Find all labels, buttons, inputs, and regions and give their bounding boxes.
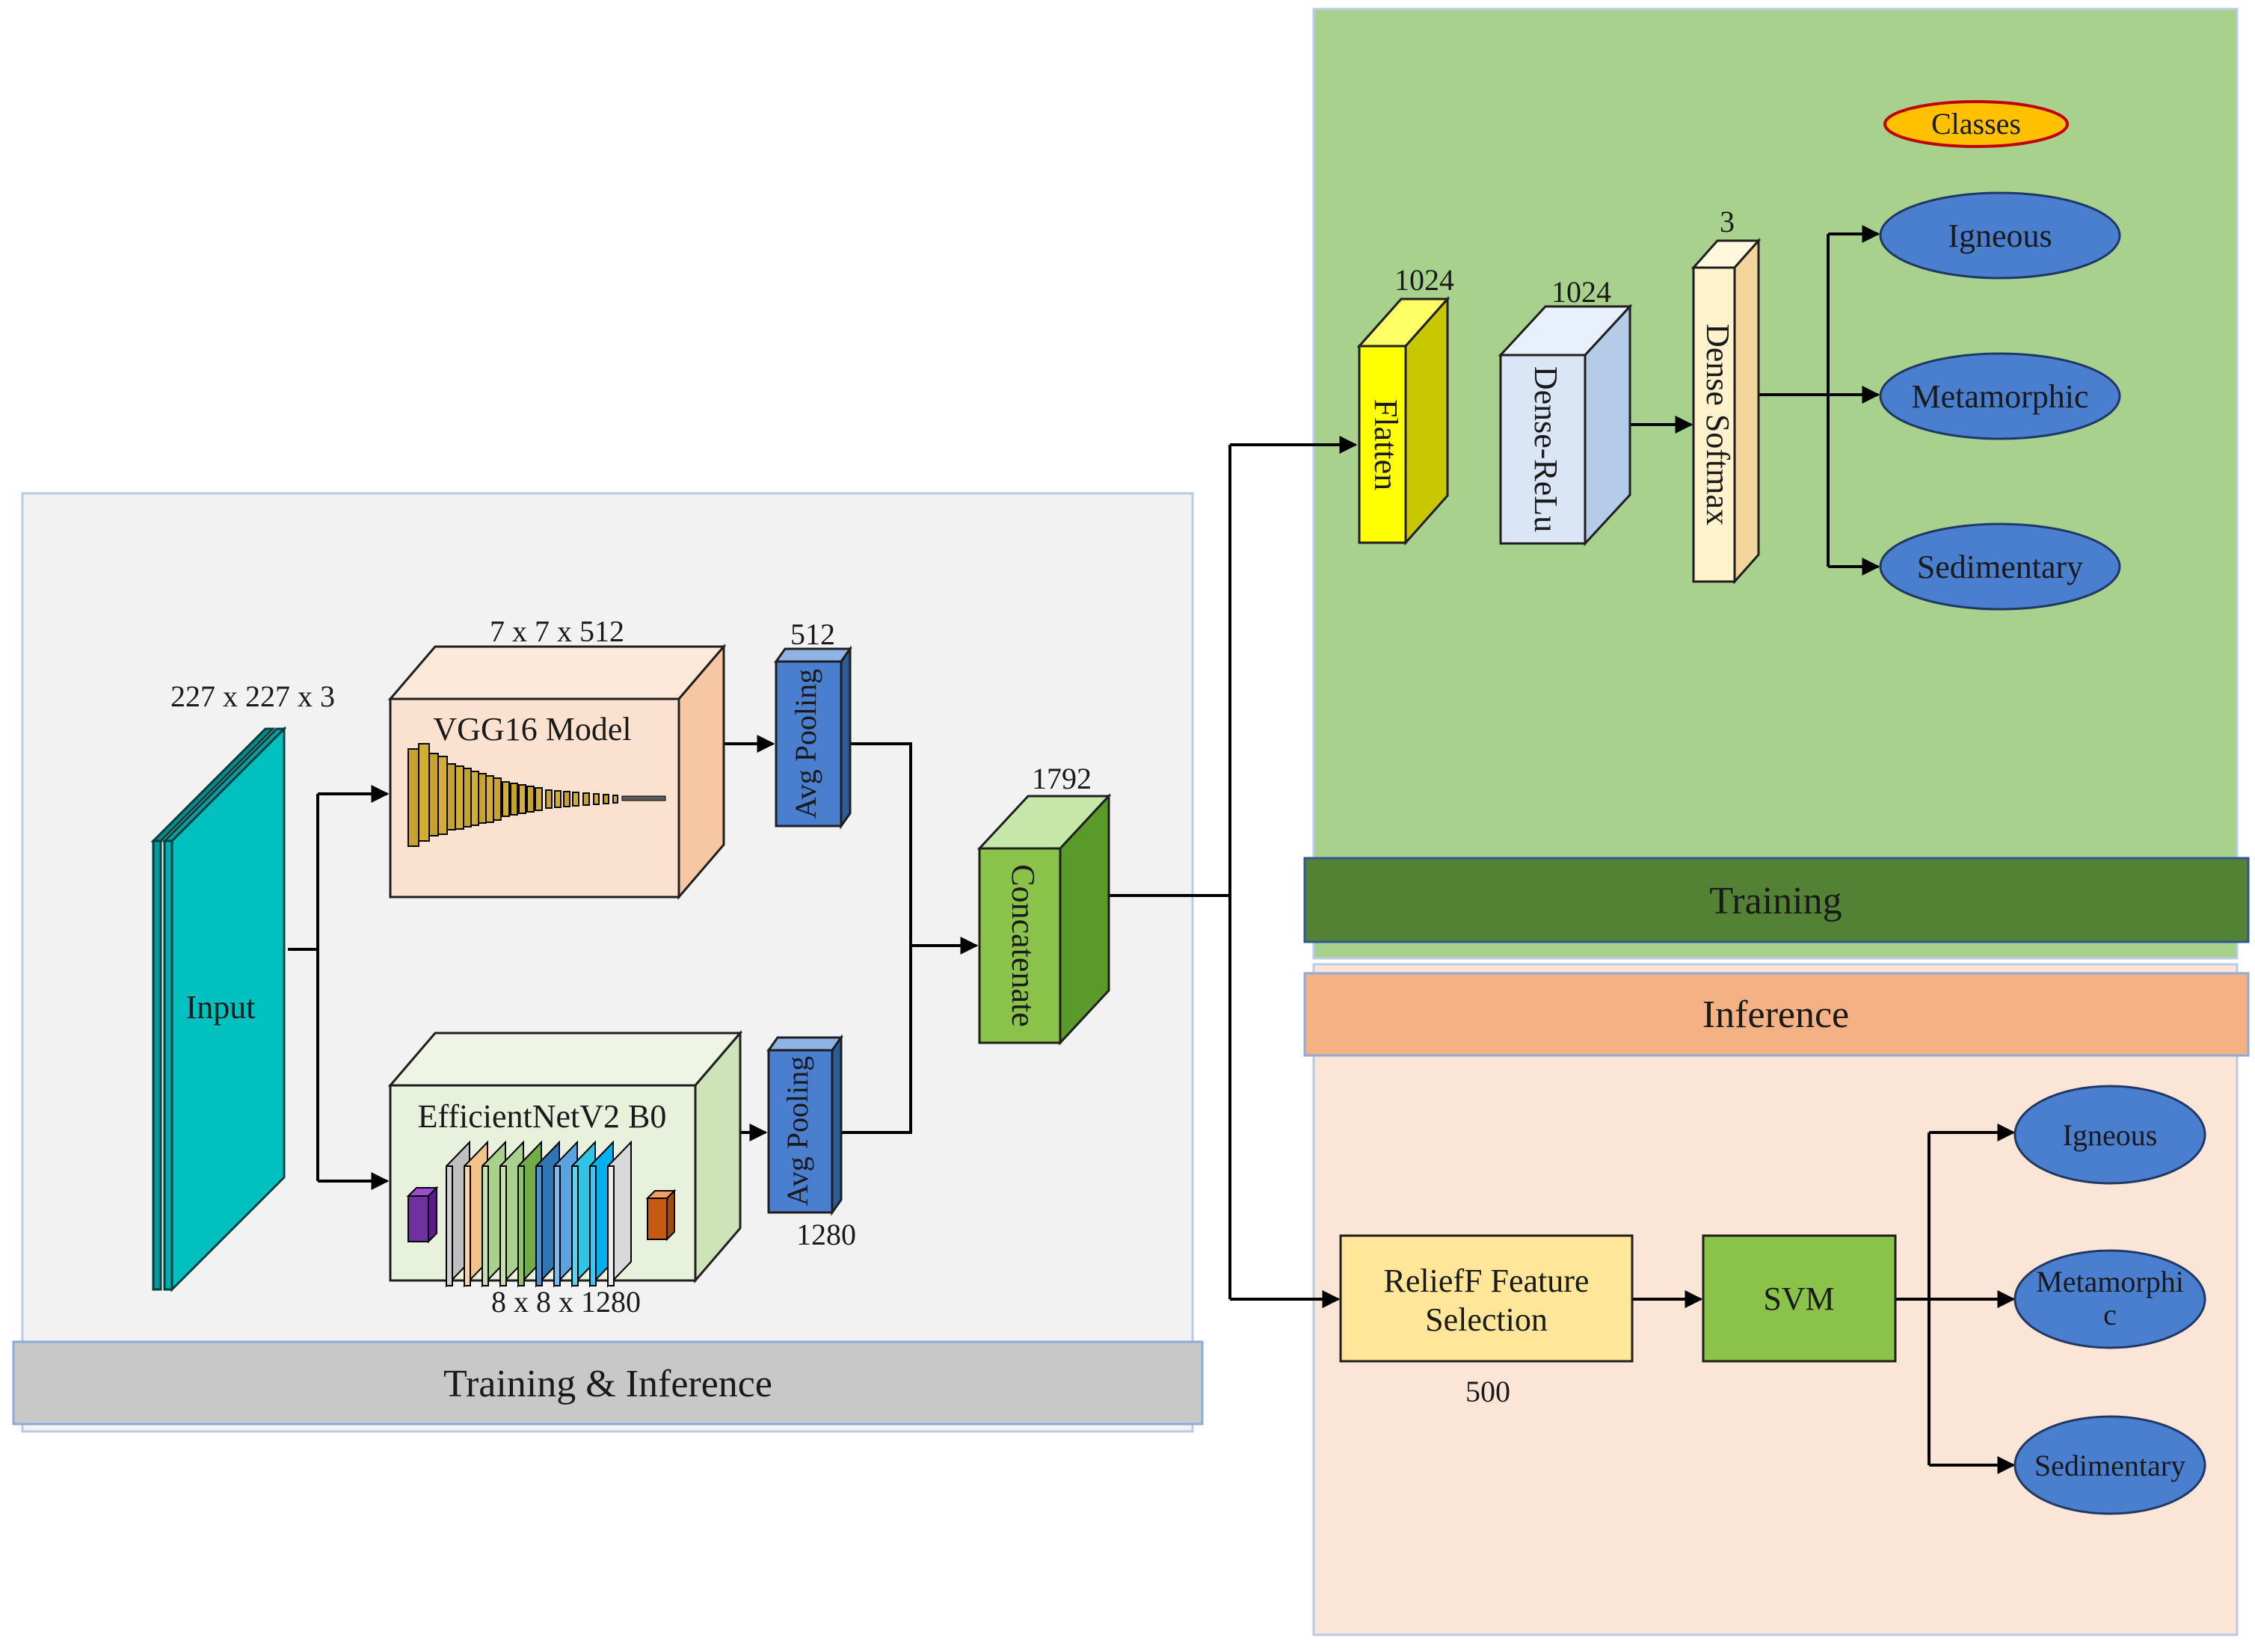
inference-class-igneous-label: Igneous (2063, 1118, 2158, 1152)
inference-class-metamorphic-label-line2: c (2103, 1298, 2117, 1331)
avg-pooling-bottom-label: Avg Pooling (781, 1056, 814, 1206)
input-dims: 227 x 227 x 3 (170, 679, 335, 713)
relieff-feature-selection (1339, 1234, 1634, 1363)
dense-softmax-dims: 3 (1720, 205, 1735, 238)
efficientnet-label: EfficientNetV2 B0 (418, 1098, 667, 1135)
flatten-dims: 1024 (1394, 263, 1454, 297)
relieff-label-line2: Selection (1425, 1301, 1548, 1338)
training-class-metamorphic (1879, 352, 2121, 440)
relieff-label-line1: ReliefF Feature (1384, 1263, 1590, 1299)
connectors (288, 225, 2016, 1474)
inference-title: Inference (1702, 993, 1849, 1036)
vgg16-network-icon (407, 743, 666, 847)
dense-relu-label: Dense-ReLu (1528, 366, 1564, 532)
avg-pooling-top-label: Avg Pooling (789, 669, 822, 819)
flatten-label: Flatten (1368, 399, 1404, 490)
training-inference-bar (12, 1340, 1204, 1426)
inference-class-sedimentary (2013, 1415, 2206, 1515)
classes-badge-label: Classes (1931, 107, 2021, 141)
concatenate-layer (976, 793, 1112, 1046)
training-inference-title: Training & Inference (443, 1363, 772, 1405)
avg-pooling-top-dims: 512 (790, 617, 835, 651)
vgg16-label: VGG16 Model (433, 711, 631, 748)
svm-classifier (1702, 1234, 1897, 1363)
training-bar (1303, 857, 2250, 943)
avg-pooling-bottom-dims: 1280 (796, 1218, 856, 1251)
dense-relu-layer (1498, 303, 1633, 546)
training-class-metamorphic-label: Metamorphic (1911, 378, 2088, 415)
concatenate-label: Concatenate (1005, 864, 1042, 1026)
inference-class-igneous (2013, 1085, 2206, 1185)
inference-class-metamorphic-label-line1: Metamorphi (2036, 1265, 2184, 1298)
training-class-igneous (1879, 191, 2121, 280)
classes-badge (1883, 100, 2069, 148)
dense-softmax-label: Dense Softmax (1699, 324, 1736, 526)
avg-pooling-bottom (766, 1034, 843, 1216)
svm-label: SVM (1763, 1280, 1834, 1317)
relieff-dims: 500 (1465, 1375, 1510, 1408)
inference-bar (1303, 972, 2250, 1057)
vgg16-dims: 7 x 7 x 512 (490, 614, 624, 648)
efficientnet-network-icon (406, 1140, 677, 1288)
dense-relu-dims: 1024 (1551, 275, 1611, 309)
input-layer (150, 726, 287, 1292)
training-class-igneous-label: Igneous (1948, 218, 2052, 254)
efficientnet-dims: 8 x 8 x 1280 (491, 1285, 641, 1319)
training-class-sedimentary (1879, 523, 2121, 611)
input-label: Input (186, 989, 256, 1026)
inference-class-metamorphic (2013, 1249, 2206, 1349)
inference-class-sedimentary-label: Sedimentary (2034, 1449, 2185, 1482)
training-title: Training (1709, 880, 1842, 922)
flatten-layer (1356, 296, 1450, 546)
training-class-sedimentary-label: Sedimentary (1917, 549, 2083, 585)
training-panel: Training (1303, 7, 2250, 960)
concatenate-dims: 1792 (1032, 762, 1092, 795)
dense-softmax-layer (1691, 238, 1762, 585)
avg-pooling-top (774, 645, 852, 830)
